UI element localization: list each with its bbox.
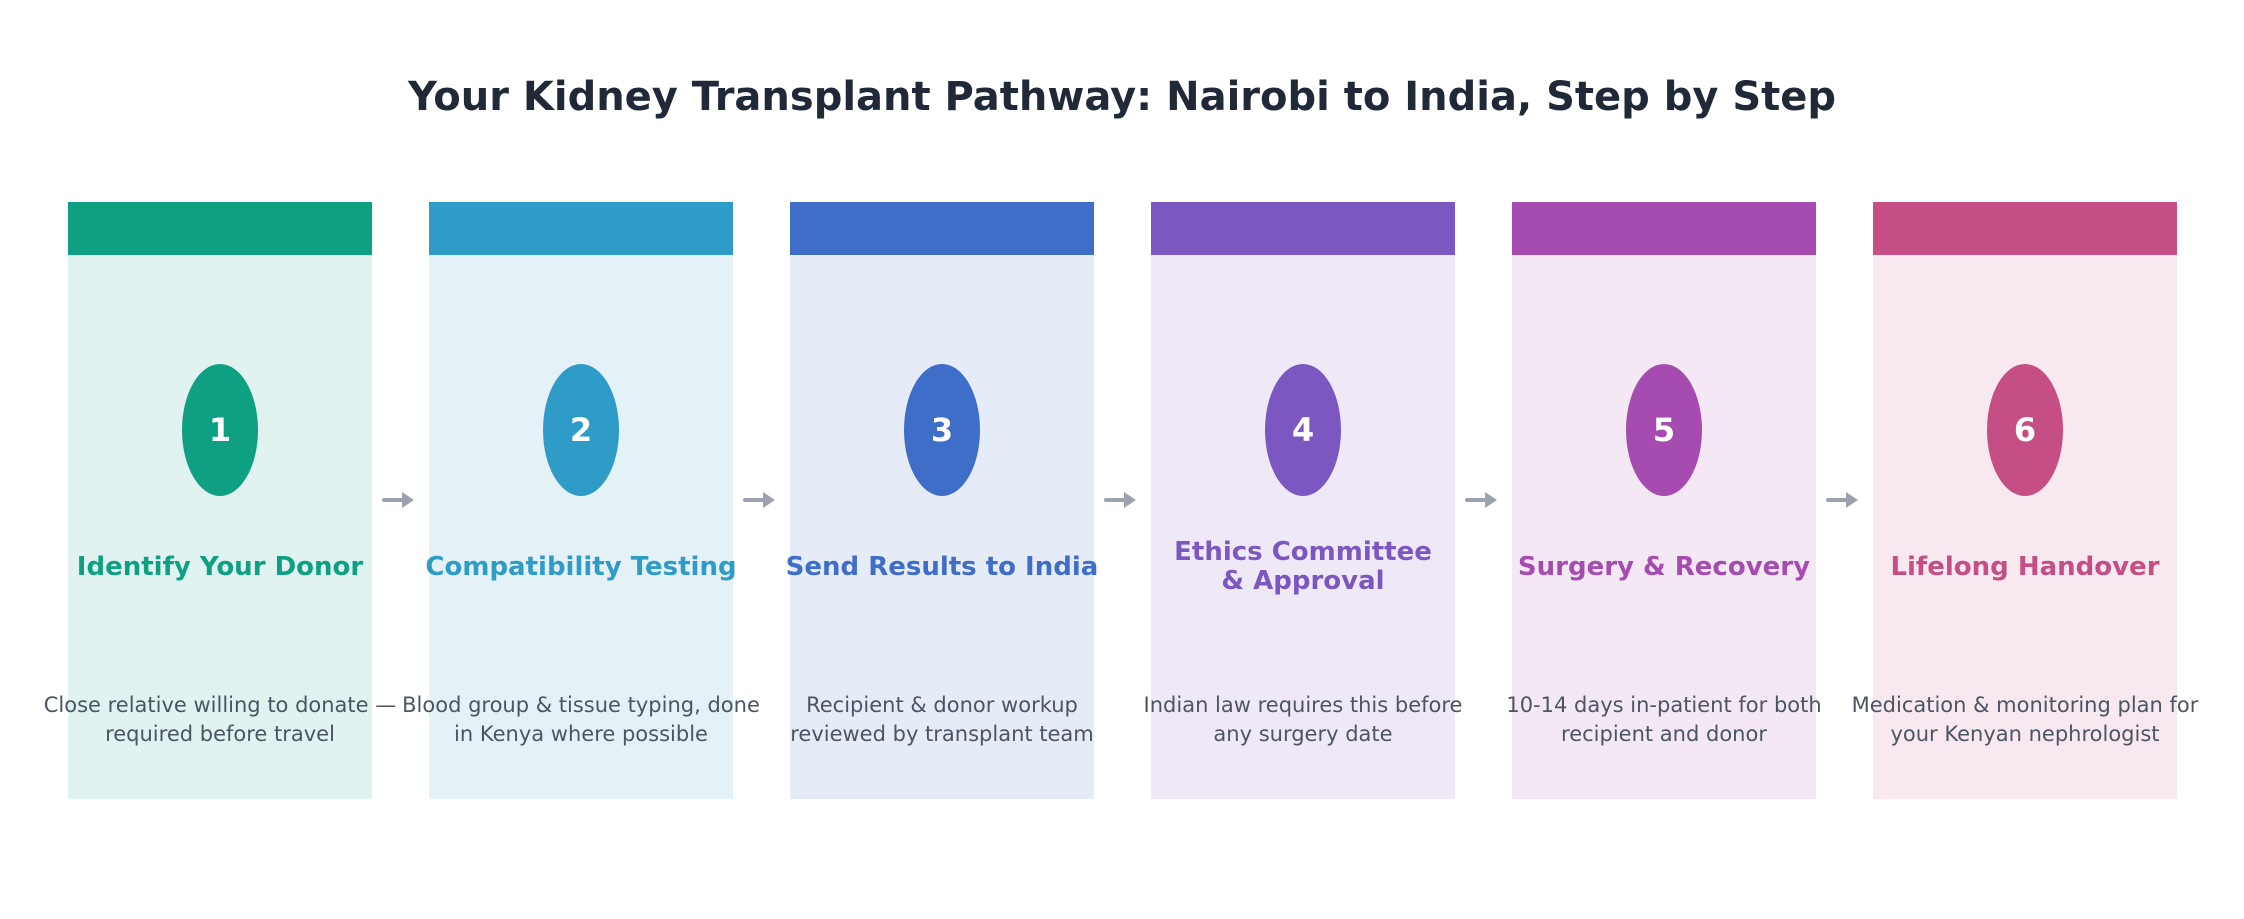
step-number-badge: 1 bbox=[182, 364, 258, 496]
arrow-right-icon bbox=[1826, 492, 1858, 508]
step-title: Compatibility Testing bbox=[425, 551, 737, 582]
step-title: Lifelong Handover bbox=[1890, 551, 2160, 582]
step-card-header bbox=[429, 202, 733, 255]
step-card-body: 2 Compatibility Testing Blood group & ti… bbox=[402, 255, 760, 799]
step-card-body: 1 Identify Your Donor Close relative wil… bbox=[44, 255, 396, 799]
step-card-1: 1 Identify Your Donor Close relative wil… bbox=[44, 202, 396, 799]
step-number-badge: 2 bbox=[543, 364, 619, 496]
step-card-body: 5 Surgery & Recovery 10-14 days in-patie… bbox=[1506, 255, 1822, 799]
step-number-badge: 4 bbox=[1265, 364, 1341, 496]
step-title: Ethics Committee & Approval bbox=[1174, 537, 1432, 596]
step-card-header bbox=[1151, 202, 1455, 255]
step-description: Close relative willing to donate — requi… bbox=[43, 693, 397, 746]
step-card-3: 3 Send Results to India Recipient & dono… bbox=[786, 202, 1098, 799]
step-card-2: 2 Compatibility Testing Blood group & ti… bbox=[402, 202, 760, 799]
step-card-body: 6 Lifelong Handover Medication & monitor… bbox=[1852, 255, 2198, 799]
step-number-badge: 3 bbox=[904, 364, 980, 496]
step-card-4: 4 Ethics Committee & Approval Indian law… bbox=[1144, 202, 1462, 799]
arrow-right-icon bbox=[743, 492, 775, 508]
step-card-header bbox=[790, 202, 1094, 255]
page-title: Your Kidney Transplant Pathway: Nairobi … bbox=[407, 74, 1837, 120]
arrow-right-icon bbox=[382, 492, 414, 508]
arrow-right-icon bbox=[1465, 492, 1497, 508]
step-title: Surgery & Recovery bbox=[1517, 551, 1811, 582]
step-description: Medication & monitoring plan for your Ke… bbox=[1851, 693, 2199, 746]
step-title: Identify Your Donor bbox=[76, 551, 364, 582]
step-number-badge: 5 bbox=[1626, 364, 1702, 496]
step-card-header bbox=[1512, 202, 1816, 255]
step-description: Recipient & donor workup reviewed by tra… bbox=[790, 693, 1094, 746]
step-card-header bbox=[68, 202, 372, 255]
step-card-6: 6 Lifelong Handover Medication & monitor… bbox=[1852, 202, 2198, 799]
arrow-right-icon bbox=[1104, 492, 1136, 508]
step-title: Send Results to India bbox=[785, 551, 1099, 582]
step-card-header bbox=[1873, 202, 2177, 255]
step-card-5: 5 Surgery & Recovery 10-14 days in-patie… bbox=[1506, 202, 1822, 799]
step-card-body: 4 Ethics Committee & Approval Indian law… bbox=[1144, 255, 1462, 799]
step-number-badge: 6 bbox=[1987, 364, 2063, 496]
step-description: Blood group & tissue typing, done in Ken… bbox=[402, 693, 760, 746]
step-description: 10-14 days in-patient for both recipient… bbox=[1506, 693, 1822, 746]
step-card-body: 3 Send Results to India Recipient & dono… bbox=[786, 255, 1098, 799]
step-description: Indian law requires this before any surg… bbox=[1143, 693, 1463, 746]
